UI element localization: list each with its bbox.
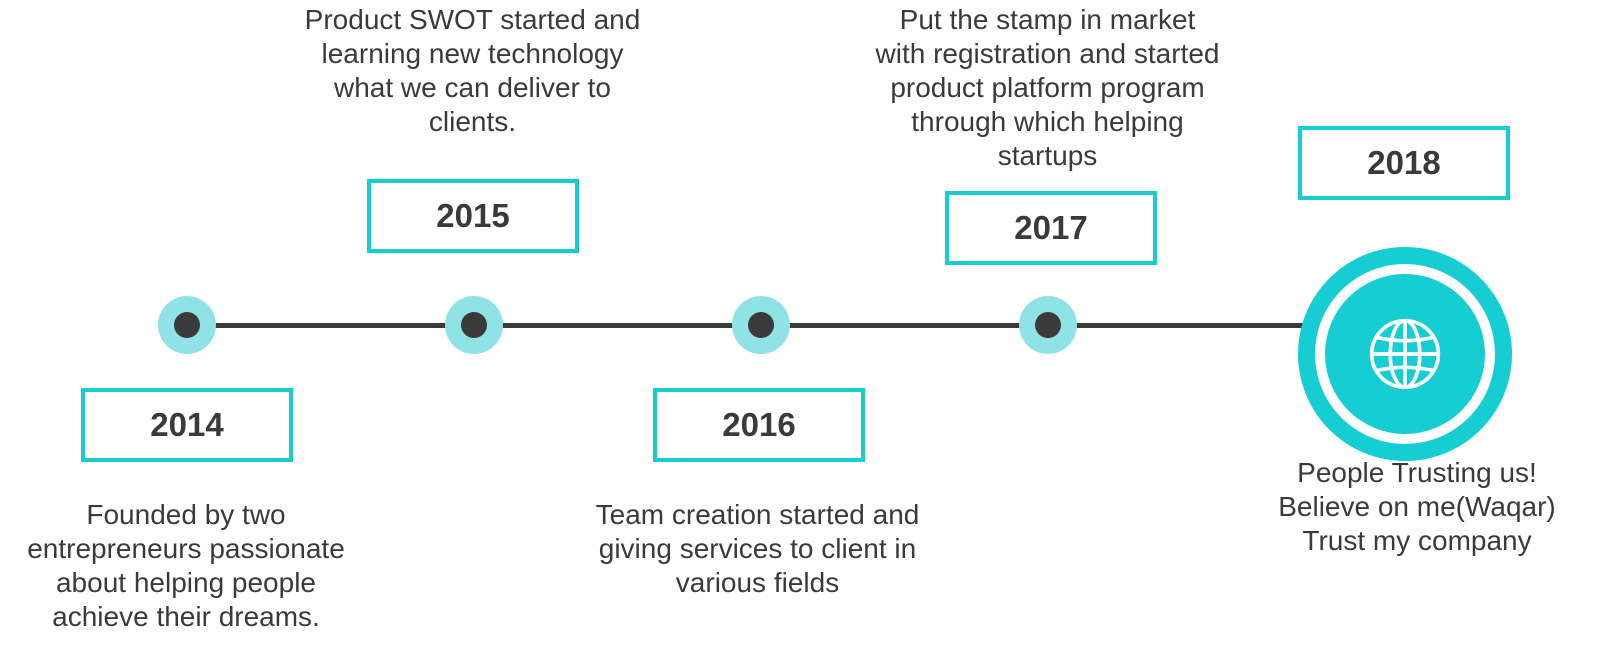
milestone-description-2018: People Trusting us! Believe on me(Waqar)… <box>1278 457 1556 556</box>
year-box-2015: 2015 <box>367 179 579 253</box>
timeline-node-2017 <box>1019 296 1077 354</box>
globe-badge <box>1325 274 1485 434</box>
globe-icon <box>1369 318 1441 390</box>
globe-ring <box>1315 264 1495 444</box>
milestone-description-2015: Product SWOT started and learning new te… <box>304 4 641 137</box>
node-dot <box>461 312 487 338</box>
node-dot <box>748 312 774 338</box>
year-box-2014: 2014 <box>81 388 293 462</box>
timeline-node-2015 <box>445 296 503 354</box>
year-box-2018: 2018 <box>1298 126 1510 200</box>
timeline-node-2014 <box>158 296 216 354</box>
milestone-description-2014: Founded by two entrepreneurs passionate … <box>27 499 345 632</box>
milestone-description-2016: Team creation started and giving service… <box>595 499 920 598</box>
milestone-description-2017: Put the stamp in market with registratio… <box>875 4 1220 171</box>
year-box-2016: 2016 <box>653 388 865 462</box>
year-box-2017: 2017 <box>945 191 1157 265</box>
node-dot <box>174 312 200 338</box>
timeline-node-2018 <box>1298 247 1512 461</box>
timeline-node-2016 <box>732 296 790 354</box>
node-dot <box>1035 312 1061 338</box>
